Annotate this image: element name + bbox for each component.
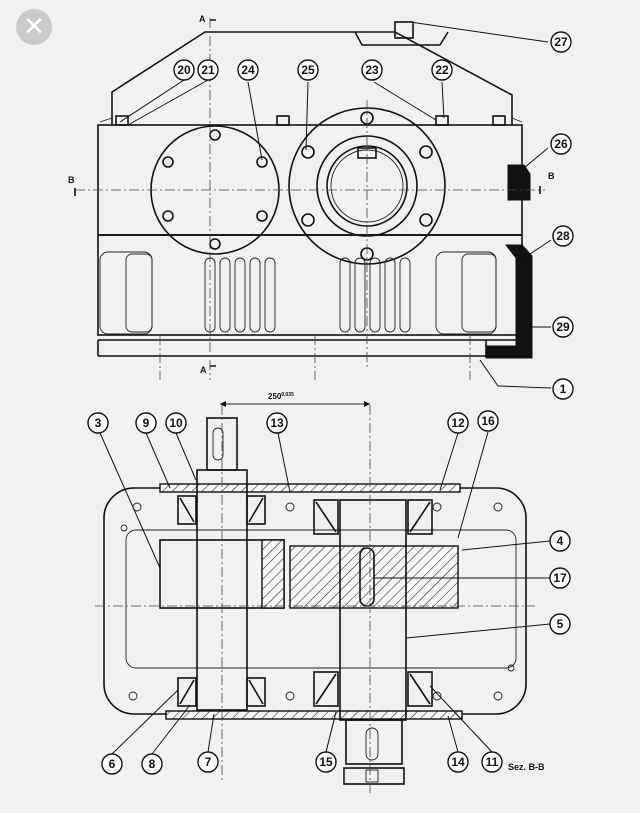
svg-text:14: 14 (451, 755, 465, 769)
callout-12: 12 (447, 412, 469, 434)
svg-text:3: 3 (95, 416, 102, 430)
svg-text:5: 5 (557, 617, 564, 631)
section-caption: Sez. B-B (508, 762, 545, 772)
section-view: 2500.035 (95, 392, 545, 795)
breather-cap (354, 31, 449, 46)
svg-text:29: 29 (556, 320, 570, 334)
callout-21: 21 (197, 59, 219, 81)
callout-13: 13 (266, 412, 288, 434)
callout-17: 17 (549, 567, 571, 589)
svg-text:7: 7 (205, 755, 212, 769)
svg-text:9: 9 (143, 416, 150, 430)
callout-20: 20 (173, 59, 195, 81)
callout-9: 9 (135, 412, 157, 434)
svg-text:27: 27 (554, 35, 568, 49)
callout-26: 26 (550, 133, 572, 155)
leader-lines (99, 21, 552, 755)
callout-23: 23 (361, 59, 383, 81)
svg-text:16: 16 (481, 414, 495, 428)
svg-text:21: 21 (201, 63, 215, 77)
svg-text:13: 13 (270, 416, 284, 430)
callout-3: 3 (87, 412, 109, 434)
cover-bolts (115, 115, 506, 126)
svg-text:26: 26 (554, 137, 568, 151)
bearings (177, 495, 433, 707)
svg-text:17: 17 (553, 571, 567, 585)
close-button[interactable]: ✕ (16, 9, 52, 45)
callout-4: 4 (549, 530, 571, 552)
svg-text:8: 8 (149, 757, 156, 771)
callout-6: 6 (101, 753, 123, 775)
callout-10: 10 (165, 412, 187, 434)
close-icon: ✕ (23, 12, 45, 42)
callout-5: 5 (549, 613, 571, 635)
section-mark-a-top: A (199, 14, 206, 24)
svg-text:28: 28 (556, 229, 570, 243)
svg-text:25: 25 (301, 63, 315, 77)
top-view: A A B B (68, 14, 555, 380)
housing-lower (97, 234, 523, 336)
svg-text:22: 22 (435, 63, 449, 77)
svg-text:24: 24 (241, 63, 255, 77)
callout-16: 16 (477, 410, 499, 432)
callout-22: 22 (431, 59, 453, 81)
callout-28: 28 (552, 225, 574, 247)
callout-27: 27 (550, 31, 572, 53)
callout-7: 7 (197, 751, 219, 773)
callout-15: 15 (315, 751, 337, 773)
svg-text:11: 11 (486, 755, 499, 769)
callout-29: 29 (552, 316, 574, 338)
callout-25: 25 (297, 59, 319, 81)
svg-text:1: 1 (560, 382, 567, 396)
svg-text:4: 4 (557, 534, 564, 548)
dimension-value: 2500.035 (268, 392, 294, 401)
callout-14: 14 (447, 751, 469, 773)
section-mark-a-bottom: A (200, 365, 207, 375)
callout-11: 11 (481, 751, 503, 773)
svg-text:20: 20 (177, 63, 191, 77)
gearbox-cover (111, 31, 513, 125)
callout-8: 8 (141, 753, 163, 775)
housing-upper (97, 124, 523, 236)
housing-wall-section (485, 244, 533, 359)
housing-bolt-holes (120, 502, 515, 701)
output-shaft (339, 499, 407, 785)
svg-text:15: 15 (319, 755, 333, 769)
cooling-fins (99, 251, 497, 335)
callout-24: 24 (237, 59, 259, 81)
section-mark-b-right: B (548, 171, 555, 181)
svg-text:12: 12 (451, 416, 465, 430)
svg-text:10: 10 (169, 416, 183, 430)
callouts-bottom: 3 9 10 13 12 16 4 17 5 6 8 7 15 14 11 (87, 410, 571, 775)
svg-text:6: 6 (109, 757, 116, 771)
callout-1: 1 (552, 378, 574, 400)
callouts-top: 20 21 24 25 23 22 27 26 28 29 1 (173, 31, 574, 400)
section-mark-b-left: B (68, 175, 75, 185)
svg-text:23: 23 (365, 63, 379, 77)
